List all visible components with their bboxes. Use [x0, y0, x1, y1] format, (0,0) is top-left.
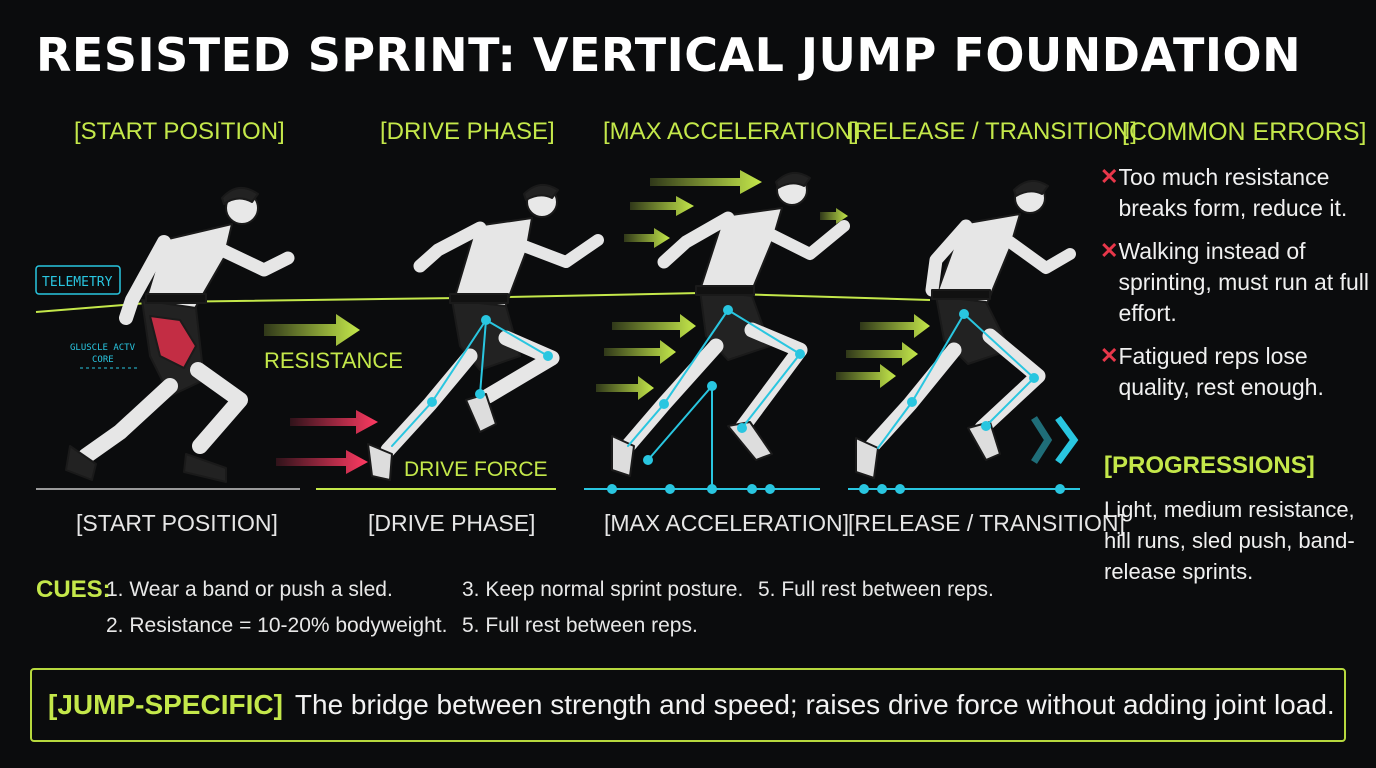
error-item: ✕ Walking instead of sprinting, must run…	[1100, 236, 1370, 329]
resistance-arrow-icon	[264, 314, 360, 346]
error-text: Walking instead of sprinting, must run a…	[1118, 238, 1369, 326]
runner-start	[65, 187, 295, 483]
common-errors-list: ✕ Too much resistance breaks form, reduc…	[1100, 162, 1370, 415]
error-x-icon: ✕	[1100, 164, 1119, 189]
speed-arrows-phase3	[596, 170, 762, 400]
jump-specific-tag: [JUMP-SPECIFIC]	[48, 689, 283, 720]
phase-heading-drive: [DRIVE PHASE]	[380, 118, 555, 145]
telemetry-box	[35, 265, 121, 295]
jump-specific-box: [JUMP-SPECIFIC] The bridge between stren…	[30, 668, 1346, 742]
cues-label: CUES:	[36, 576, 111, 603]
runner-max-acceleration	[607, 171, 850, 494]
phase-caption-drive: [DRIVE PHASE]	[368, 510, 536, 536]
error-x-icon: ✕	[1100, 343, 1119, 368]
muscle-label-2: CORE	[92, 355, 114, 365]
speed-arrows-phase4	[820, 208, 930, 388]
drive-arrow-icon	[276, 450, 368, 474]
page-title: RESISTED SPRINT: VERTICAL JUMP FOUNDATIO…	[36, 28, 1302, 82]
drive-arrow-icon	[290, 410, 378, 434]
error-text: Too much resistance breaks form, reduce …	[1118, 164, 1348, 221]
phase-caption-max-acceleration: [MAX ACCELERATION]	[604, 510, 849, 536]
error-item: ✕ Too much resistance breaks form, reduc…	[1100, 162, 1370, 224]
sprint-illustration: TELEMETRY GLUSCLE ACTV CORE RESISTANCE D…	[35, 170, 1080, 494]
telemetry-label: TELEMETRY	[42, 275, 113, 290]
chevron-right-icon	[1031, 415, 1079, 465]
progressions-text: Light, medium resistance, hill runs, sle…	[1104, 497, 1355, 584]
phase-caption-release: [RELEASE / TRANSITION]	[848, 510, 1125, 536]
drive-force-label: DRIVE FORCE	[404, 458, 548, 481]
cue-item: 1. Wear a band or push a sled.	[106, 578, 393, 601]
resistance-label: RESISTANCE	[264, 348, 403, 373]
runner-drive	[367, 183, 604, 481]
progressions-heading: [PROGRESSIONS]	[1104, 452, 1315, 479]
common-errors-heading: [COMMON ERRORS]	[1122, 118, 1367, 146]
error-text: Fatigued reps lose quality, rest enough.	[1118, 343, 1324, 400]
phase-caption-start: [START POSITION]	[76, 510, 278, 536]
error-item: ✕ Fatigued reps lose quality, rest enoug…	[1100, 341, 1370, 403]
cue-item: 5. Full rest between reps.	[462, 614, 698, 637]
cue-item: 2. Resistance = 10-20% bodyweight.	[106, 614, 448, 637]
cue-item: 5. Full rest between reps.	[758, 578, 994, 601]
error-x-icon: ✕	[1100, 238, 1119, 263]
muscle-label-1: GLUSCLE ACTV	[70, 343, 136, 353]
runner-release	[855, 179, 1076, 494]
phase-heading-start: [START POSITION]	[74, 118, 285, 145]
phase-heading-release: [RELEASE / TRANSITION]	[848, 118, 1137, 145]
jump-specific-text: The bridge between strength and speed; r…	[294, 689, 1335, 720]
cue-item: 3. Keep normal sprint posture.	[462, 578, 744, 601]
phase-heading-max-acceleration: [MAX ACCELERATION]	[603, 118, 859, 145]
